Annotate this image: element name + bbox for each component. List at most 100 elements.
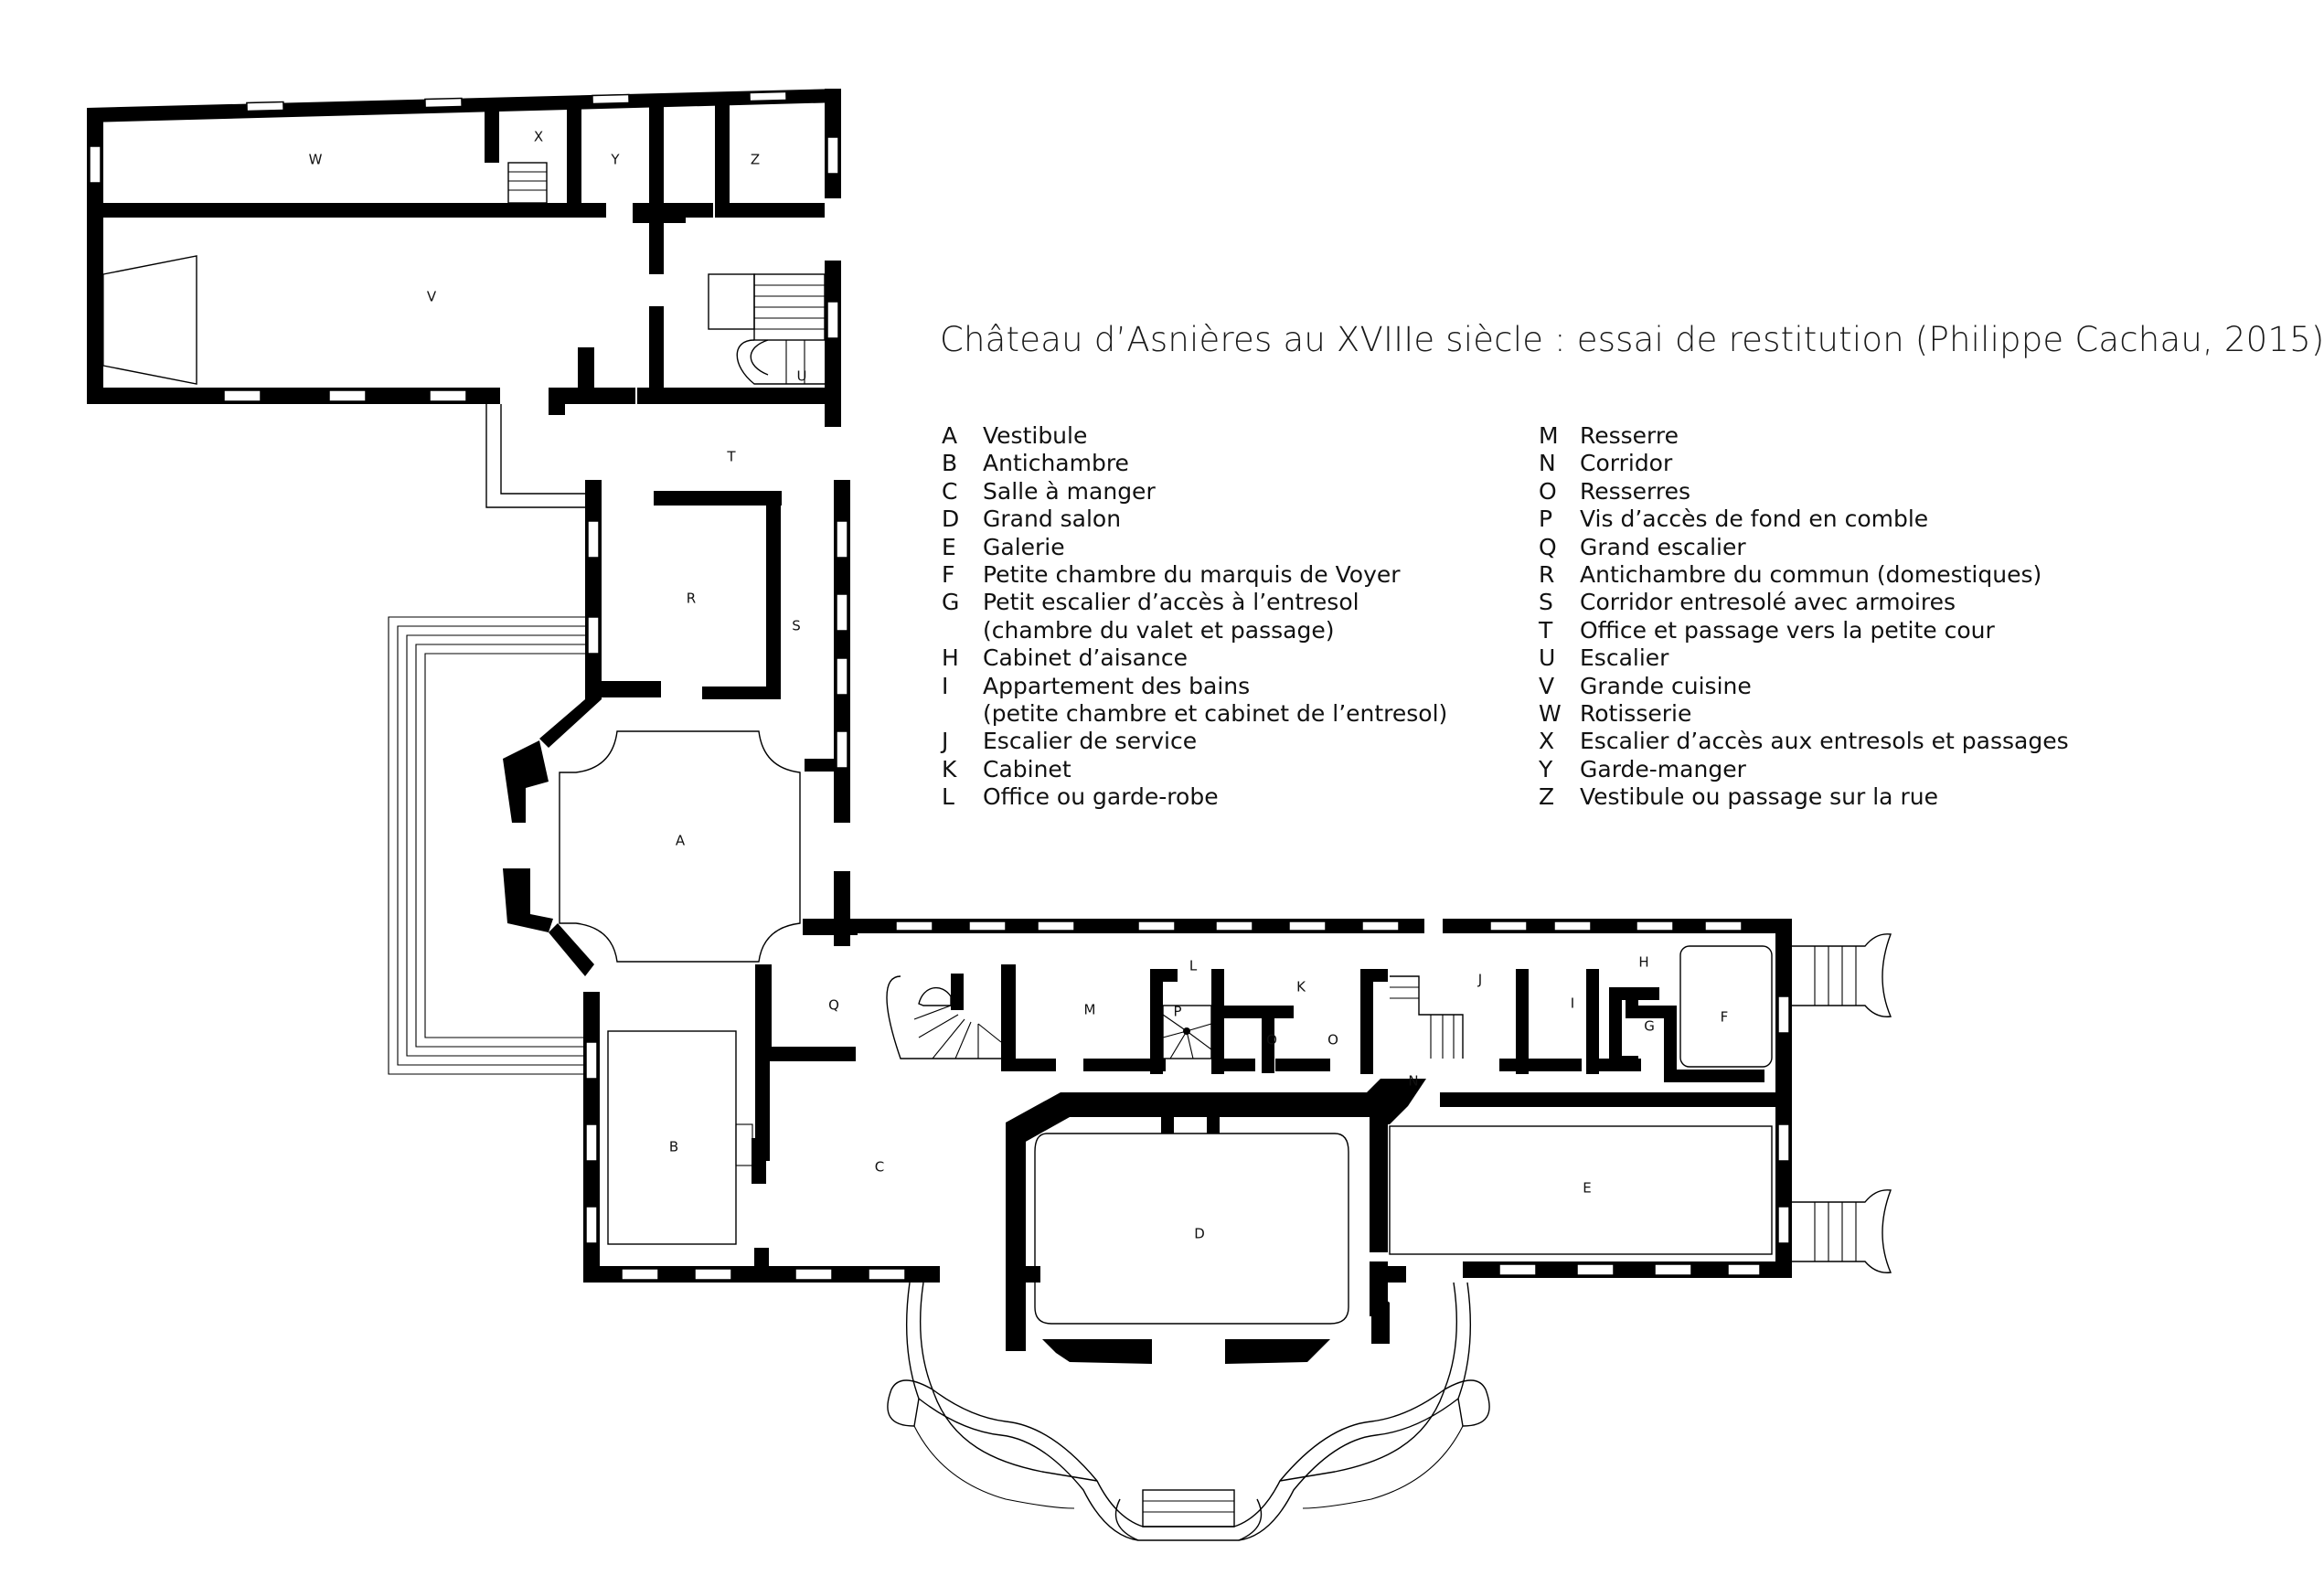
legend-entry: O Resserres — [1539, 478, 2069, 506]
legend-description: Vis d’accès de fond en comble — [1580, 506, 1929, 533]
legend-description: Vestibule — [983, 422, 1088, 449]
legend-description: Escalier d’accès aux entresols et passag… — [1580, 728, 2069, 755]
west-terrace-steps — [388, 616, 585, 1075]
room-label-c: C — [875, 1159, 884, 1176]
legend-entry: F Petite chambre du marquis de Voyer — [942, 561, 1447, 589]
legend-letter: L — [942, 783, 954, 811]
main-building-walls — [583, 919, 1792, 1364]
room-label-q: Q — [828, 997, 839, 1014]
room-label-w: W — [309, 152, 323, 168]
legend-letter: T — [1539, 616, 1553, 644]
legend-description: Petit escalier d’accès à l’entresol — [983, 589, 1359, 616]
legend-entry: Q Grand escalier — [1539, 534, 2069, 561]
plan-title: Château d’Asnières au XVIIIe siècle : es… — [940, 320, 2324, 359]
legend-description: Corridor — [1580, 450, 1673, 477]
room-label-u: U — [797, 368, 807, 385]
legend-entry: L Office ou garde-robe — [942, 783, 1447, 811]
legend-letter: O — [1539, 477, 1557, 505]
walkway — [485, 404, 592, 508]
room-label-y: Y — [610, 152, 620, 168]
legend-description: Grand salon — [983, 506, 1122, 533]
legend-letter: U — [1539, 644, 1556, 672]
service-wing-walls — [503, 480, 850, 976]
south-garden-steps — [887, 1282, 1490, 1541]
legend-description: Salle à manger — [983, 477, 1156, 505]
legend-description: Cabinet d’aisance — [983, 644, 1188, 672]
legend-description: Petite chambre du marquis de Voyer — [983, 561, 1401, 589]
legend-description: Escalier de service — [983, 728, 1198, 755]
legend-letter: C — [942, 477, 958, 505]
legend-letter: E — [942, 533, 956, 560]
legend-entry: G Petit escalier d’accès à l’entresol — [942, 589, 1447, 616]
outbuilding-walls — [87, 89, 841, 427]
legend-letter: G — [942, 589, 960, 616]
legend-letter: W — [1539, 700, 1562, 728]
legend-description: Cabinet — [983, 755, 1071, 782]
outbuilding-fixtures — [102, 162, 827, 404]
room-label-b: B — [669, 1139, 678, 1155]
room-label-v: V — [427, 289, 437, 305]
room-label-i: I — [1571, 995, 1574, 1012]
legend-description: Corridor entresolé avec armoires — [1580, 589, 1956, 616]
legend-letter: N — [1539, 450, 1556, 477]
legend-description: Grande cuisine — [1580, 672, 1752, 699]
main-building-windows — [585, 921, 1790, 1281]
legend-description: Rotisserie — [1580, 700, 1692, 728]
legend-entry: J Escalier de service — [942, 728, 1447, 755]
room-label-a: A — [676, 833, 686, 849]
legend-letter — [942, 617, 983, 644]
legend-entry: U Escalier — [1539, 644, 2069, 672]
legend-letter: Z — [1539, 783, 1555, 811]
room-labels: W X Y Z V U T R S A Q M L P K O O J I H … — [309, 129, 1729, 1242]
room-label-o2: O — [1327, 1032, 1338, 1048]
legend-description: Office et passage vers la petite cour — [1580, 616, 1995, 644]
legend-description: Office ou garde-robe — [983, 783, 1219, 811]
legend-letter: V — [1539, 672, 1555, 699]
legend-letter: Q — [1539, 533, 1557, 560]
legend-entry: C Salle à manger — [942, 478, 1447, 506]
room-label-n: N — [1408, 1073, 1418, 1090]
vestibule-outline — [559, 730, 801, 963]
room-label-z: Z — [751, 152, 760, 168]
legend-description: Antichambre — [983, 450, 1129, 477]
legend-description: Resserre — [1580, 422, 1679, 449]
service-wing-windows — [587, 520, 848, 769]
room-label-h: H — [1638, 954, 1648, 971]
legend-description: Resserres — [1580, 477, 1691, 505]
legend-entry: N Corridor — [1539, 450, 2069, 477]
legend-entry: (chambre du valet et passage) — [942, 617, 1447, 644]
room-label-s: S — [792, 618, 801, 634]
room-label-e: E — [1583, 1180, 1591, 1197]
legend-description: Grand escalier — [1580, 533, 1746, 560]
legend-entry: K Cabinet — [942, 756, 1447, 783]
legend-entry: V Grande cuisine — [1539, 673, 2069, 700]
room-label-x: X — [534, 129, 543, 145]
legend-letter: Y — [1539, 755, 1553, 782]
legend-description: Escalier — [1580, 644, 1669, 672]
legend-letter: H — [942, 644, 959, 672]
legend-letter: K — [942, 755, 957, 782]
room-label-l: L — [1189, 958, 1198, 974]
legend-letter: F — [942, 561, 955, 589]
legend-entry: H Cabinet d’aisance — [942, 644, 1447, 672]
legend-entry: (petite chambre et cabinet de l’entresol… — [942, 700, 1447, 728]
legend-description: Vestibule ou passage sur la rue — [1580, 783, 1938, 811]
room-label-j: J — [1477, 972, 1482, 988]
room-label-o1: O — [1266, 1032, 1277, 1048]
main-building-interiors — [607, 945, 1773, 1325]
legend-letter: S — [1539, 589, 1553, 616]
legend-description: (petite chambre et cabinet de l’entresol… — [983, 700, 1448, 728]
legend-letter: J — [942, 728, 949, 755]
room-label-f: F — [1721, 1009, 1729, 1026]
outbuilding-windows — [89, 90, 839, 402]
room-label-g: G — [1644, 1018, 1655, 1035]
legend-letter: D — [942, 506, 960, 533]
